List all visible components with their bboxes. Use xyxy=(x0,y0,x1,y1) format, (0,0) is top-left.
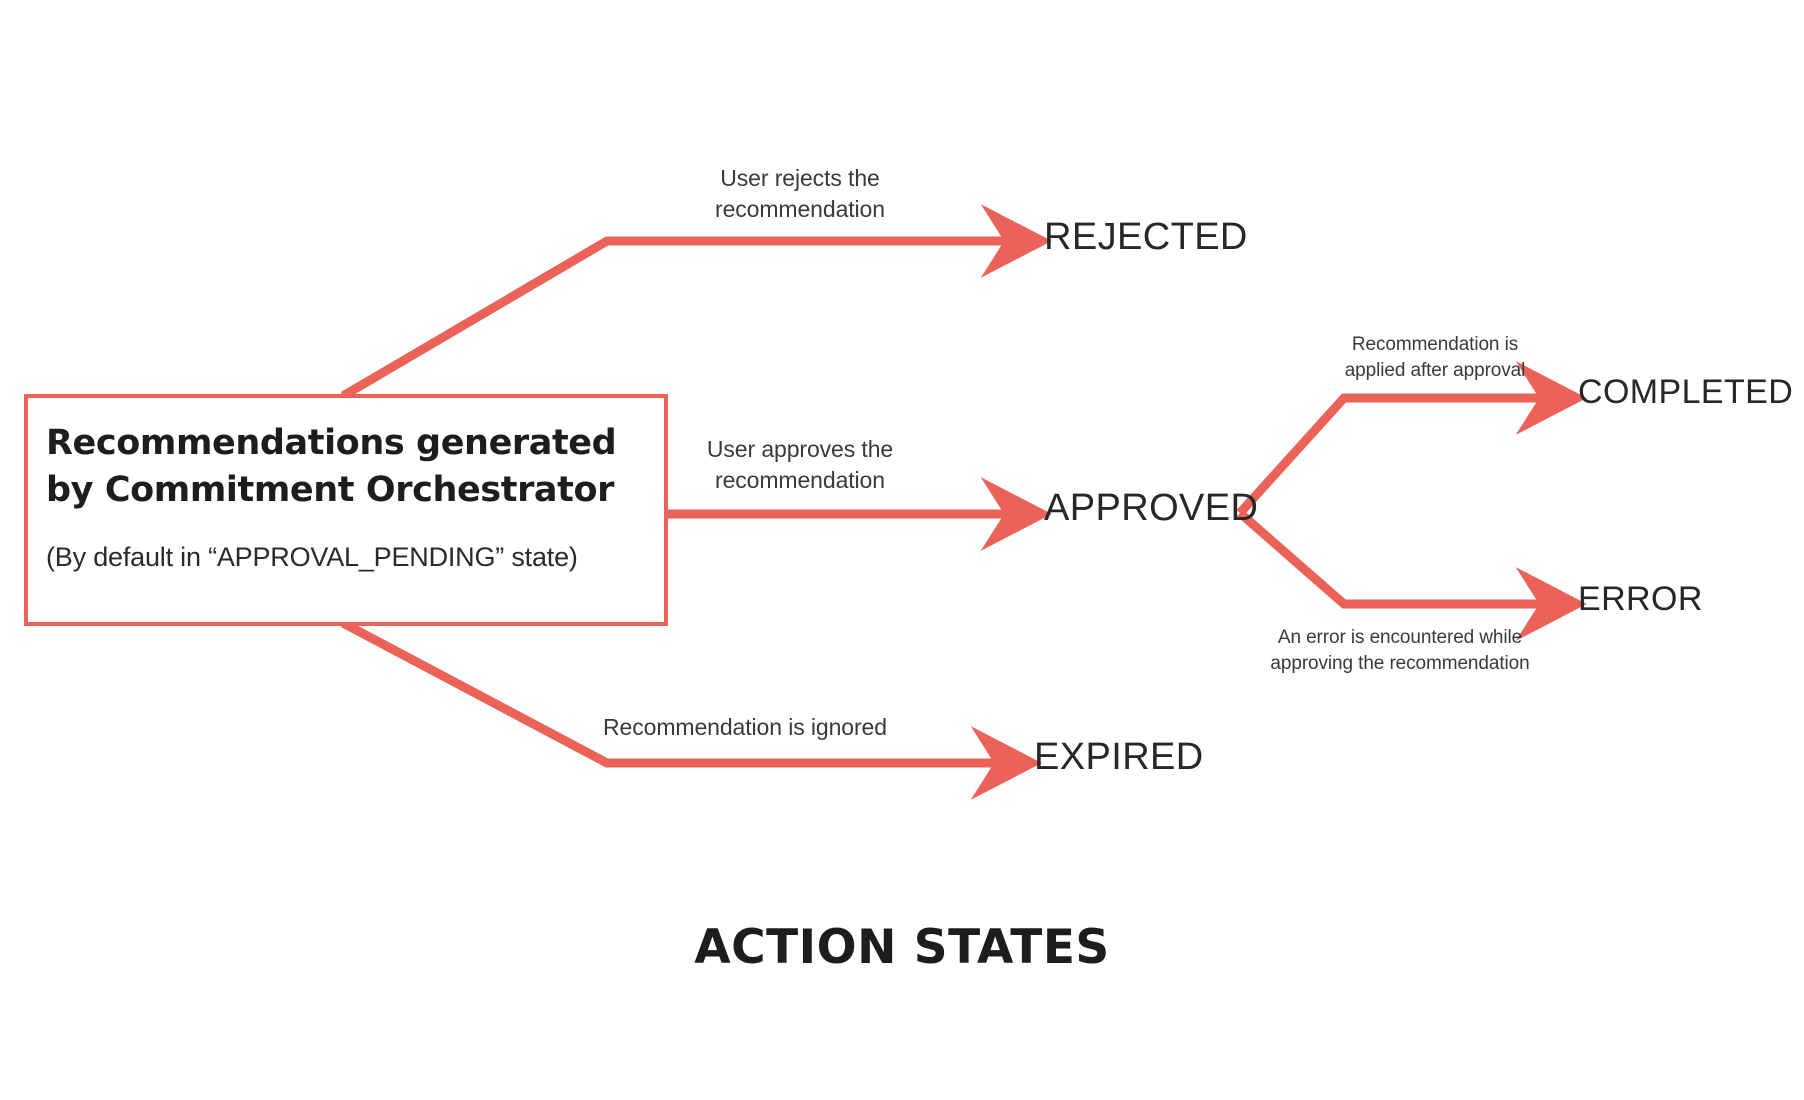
source-node-title-line-1: Recommendations generated xyxy=(46,423,617,463)
state-label-expired: EXPIRED xyxy=(1034,736,1204,778)
caption-to-completed: Recommendation is applied after approval xyxy=(1344,334,1526,381)
source-node-title: Recommendations generated by Commitment … xyxy=(46,420,646,515)
state-label-rejected: REJECTED xyxy=(1044,216,1248,258)
source-node: Recommendations generated by Commitment … xyxy=(24,394,668,626)
state-label-approved: APPROVED xyxy=(1044,487,1259,529)
source-node-title-line-2: by Commitment Orchestrator xyxy=(46,470,614,511)
diagram-title: ACTION STATES xyxy=(694,920,1110,975)
source-node-subtitle: (By default in “APPROVAL_PENDING” state) xyxy=(46,541,578,572)
edge-to-error xyxy=(1237,509,1587,641)
edge-to-completed xyxy=(1236,361,1587,517)
caption-to-approved: User approves the recommendation xyxy=(706,436,894,494)
state-label-error: ERROR xyxy=(1578,580,1703,618)
caption-to-rejected: User rejects the recommendation xyxy=(715,165,885,223)
state-label-completed: COMPLETED xyxy=(1578,373,1794,411)
caption-to-expired: Recommendation is ignored xyxy=(603,714,887,740)
caption-to-error: An error is encountered while approving … xyxy=(1270,627,1530,674)
edge-to-rejected xyxy=(340,204,1052,400)
